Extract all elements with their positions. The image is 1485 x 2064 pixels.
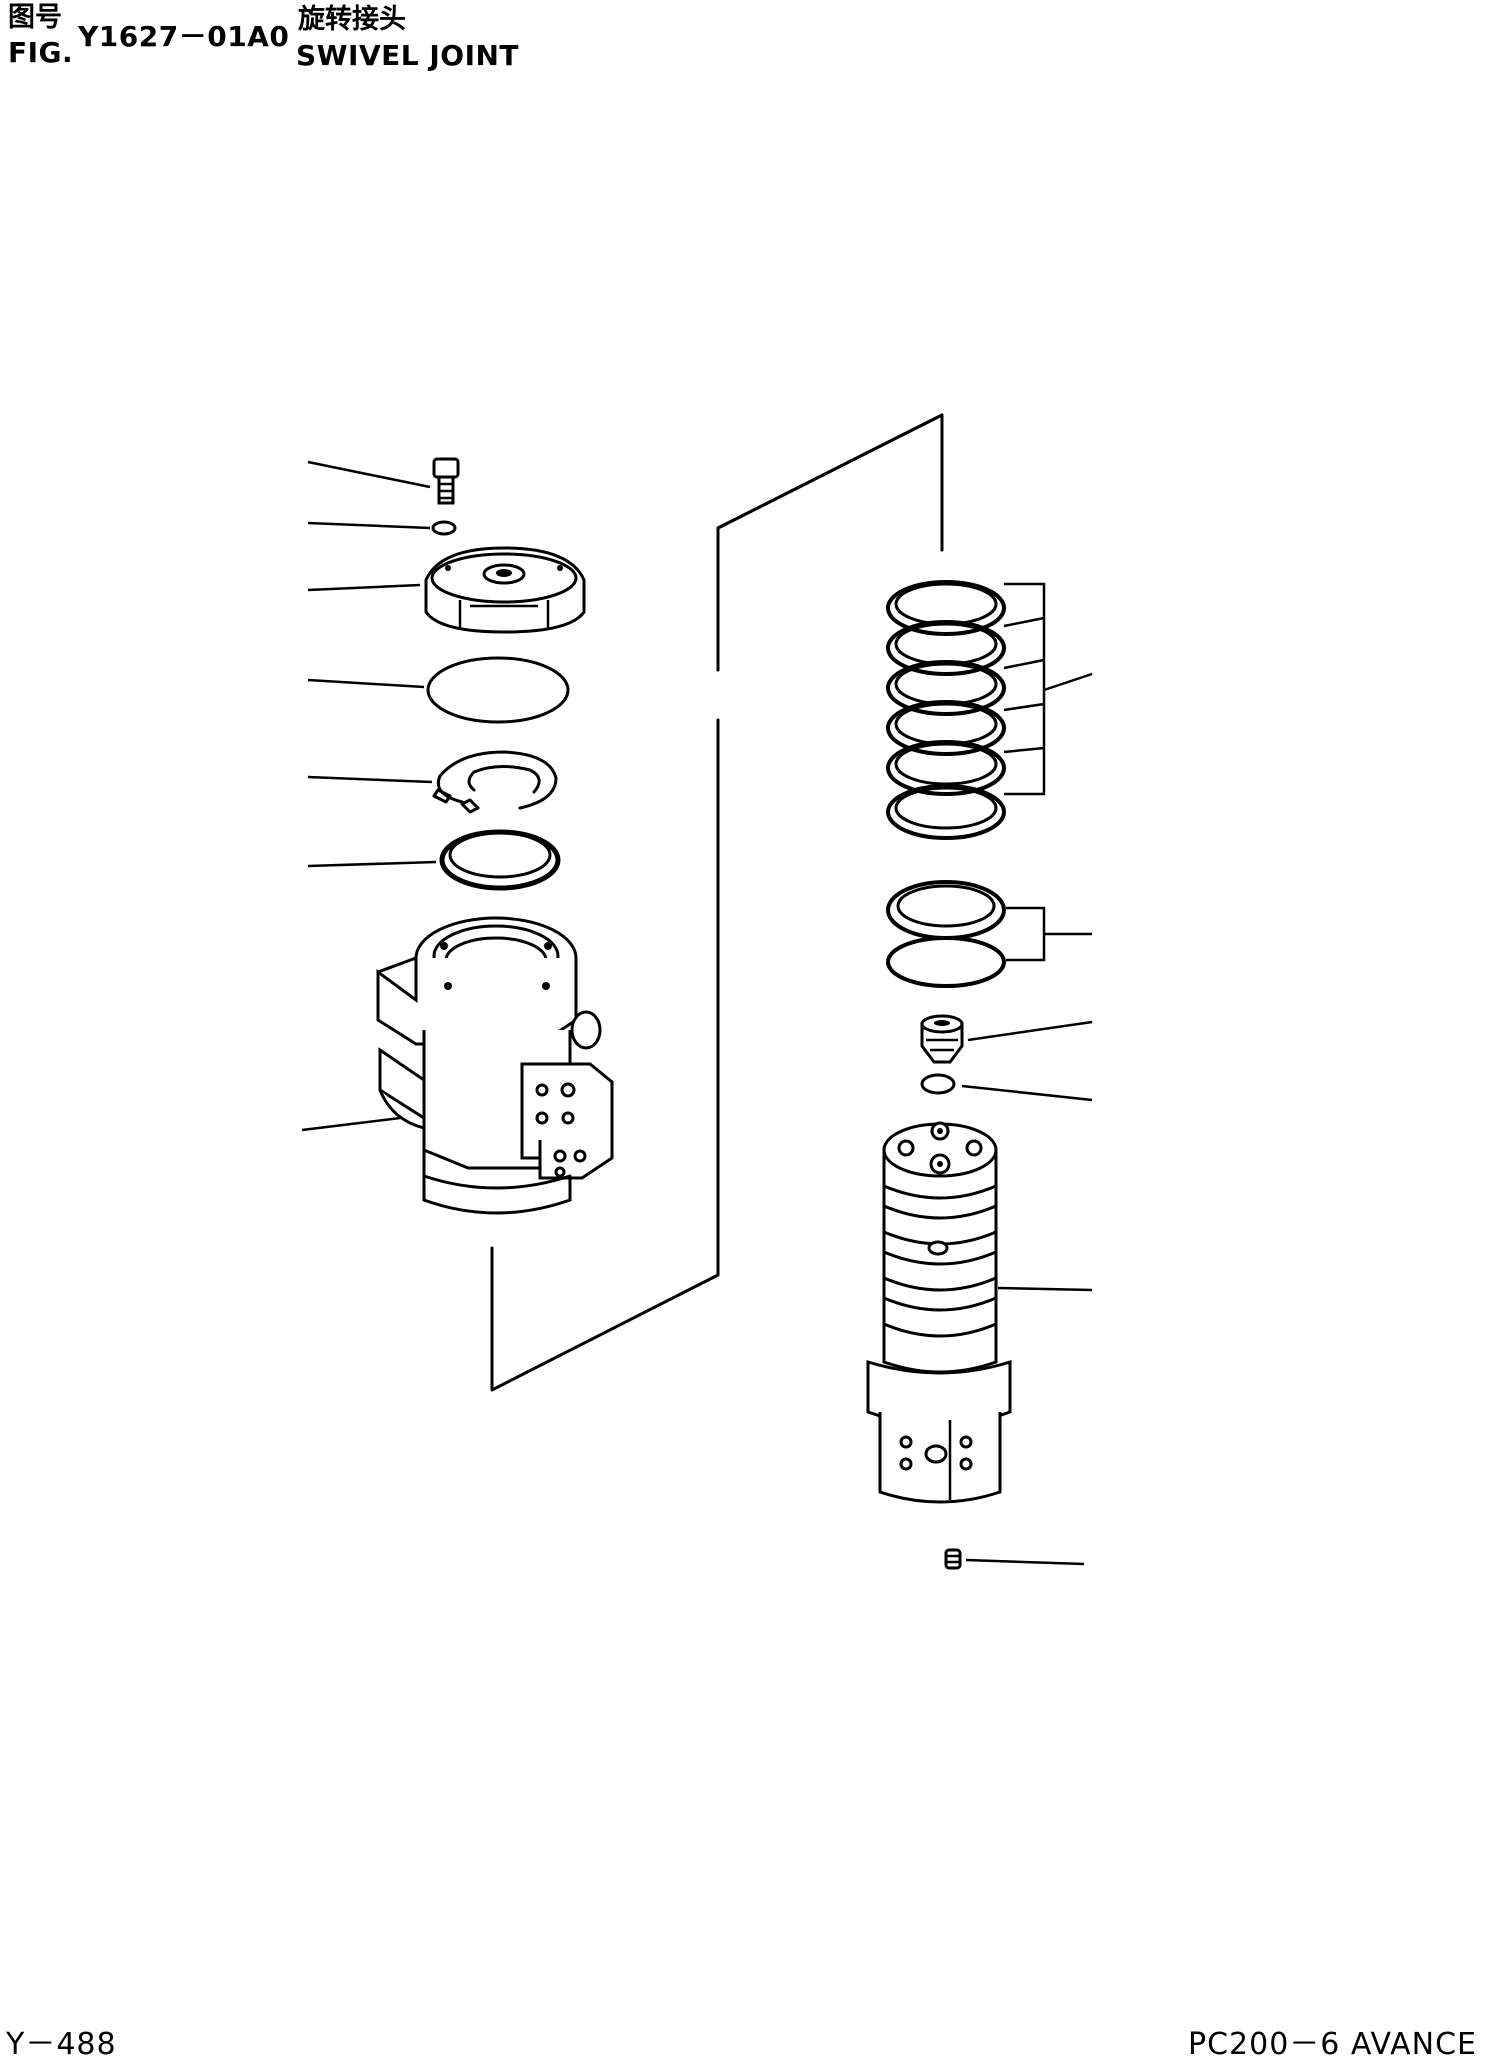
leader-line-shaft <box>997 1286 1093 1292</box>
leader-line-small-o-ring <box>961 1084 1093 1102</box>
title-cn: 旋转接头 <box>298 4 406 35</box>
leader-line-snap-ring <box>307 775 433 784</box>
seal-ring-part <box>439 829 561 891</box>
fig-number: Y1627－01A0 <box>78 20 290 53</box>
fig-label-en: FIG. <box>8 36 74 69</box>
leader-line-bolt <box>307 460 431 489</box>
o-ring-pair-part <box>886 880 1006 988</box>
cover-part <box>424 546 586 634</box>
washer-part <box>431 520 457 536</box>
page-number: Y－488 <box>6 2027 117 2062</box>
leader-line-o-ring <box>307 678 425 689</box>
leader-line-cover <box>307 583 421 592</box>
leader-bracket-seal-ring-stack <box>1003 582 1093 796</box>
o-ring-part <box>426 656 570 724</box>
leader-line-hub-body <box>301 1116 401 1132</box>
assembly-bracket-top <box>716 413 944 670</box>
leader-line-seal-ring <box>307 860 437 868</box>
seal-ring-stack-part <box>886 580 1006 840</box>
shaft-part <box>866 1121 1012 1504</box>
bolt-part <box>432 457 460 505</box>
leader-line-bottom-plug <box>965 1558 1085 1566</box>
small-o-ring-part <box>920 1073 956 1095</box>
fig-label-cn: 图号 <box>8 2 62 33</box>
model-name: PC200－6 AVANCE <box>1188 2027 1477 2062</box>
title-en: SWIVEL JOINT <box>296 39 520 72</box>
leader-bracket-o-ring-pair <box>1006 906 1092 962</box>
bottom-plug-part <box>944 1548 962 1570</box>
leader-line-plug <box>967 1020 1093 1042</box>
plug-part <box>920 1014 964 1064</box>
snap-ring-part <box>432 750 558 814</box>
assembly-bracket-bottom <box>490 718 720 1392</box>
hub-body-part <box>376 916 614 1215</box>
leader-line-washer <box>307 521 431 530</box>
